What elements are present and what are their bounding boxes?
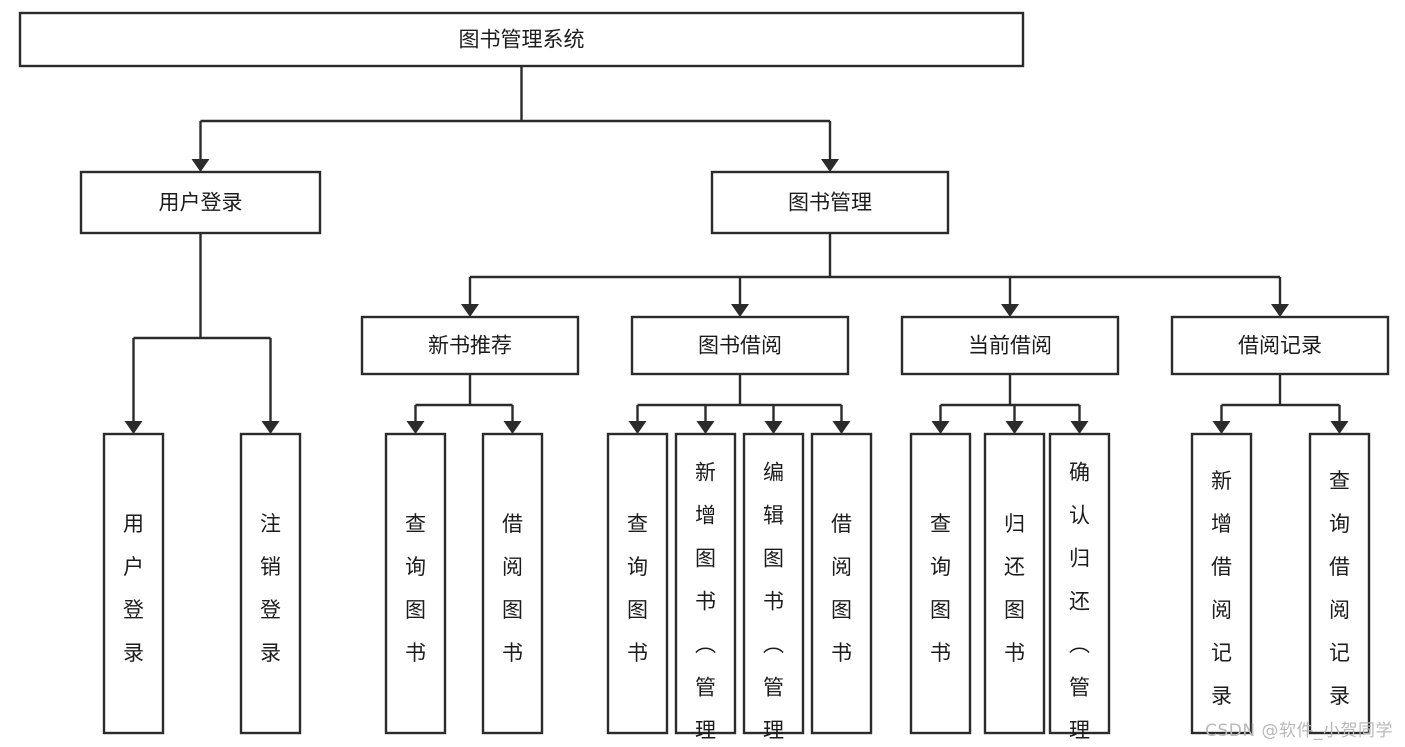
node-box	[102, 432, 165, 735]
edges-layer	[124, 66, 1349, 434]
edge-group-root	[191, 66, 839, 172]
node-box	[630, 315, 850, 376]
node-label: 用户登录	[123, 512, 144, 665]
node-label: 当前借阅	[968, 334, 1052, 358]
arrow-head-icon	[261, 421, 280, 434]
arrow-head-icon	[406, 421, 425, 434]
arrow-head-icon	[1005, 421, 1024, 434]
arrow-head-icon	[731, 304, 749, 317]
node-leaf-confirm-return[interactable]: 确认归还︵管理员︶	[1048, 432, 1111, 747]
node-box	[1170, 315, 1390, 376]
node-current-borrow[interactable]: 当前借阅	[900, 315, 1120, 376]
node-box	[674, 432, 737, 735]
node-root[interactable]: 图书管理系统	[18, 11, 1025, 68]
node-leaf-query-record[interactable]: 查询借阅记录	[1308, 432, 1371, 735]
arrow-head-icon	[1271, 304, 1289, 317]
node-leaf-query-book-borrow[interactable]: 查询图书	[606, 432, 669, 735]
node-leaf-query-book-cur[interactable]: 查询图书	[909, 432, 972, 735]
node-box	[1190, 432, 1253, 735]
node-label: 新书推荐	[428, 334, 512, 358]
node-box	[360, 315, 580, 376]
node-box	[1048, 432, 1111, 735]
node-label: 图书借阅	[698, 334, 782, 358]
node-label: 借阅图书	[502, 512, 523, 665]
arrow-head-icon	[1212, 421, 1231, 434]
node-box	[384, 432, 447, 735]
edge-group-new-book-rec	[406, 374, 522, 434]
node-box	[710, 170, 950, 235]
edge-group-book-manage	[461, 233, 1289, 317]
node-box	[900, 315, 1120, 376]
node-label: 查询图书	[627, 512, 648, 665]
node-box	[1308, 432, 1371, 735]
arrow-head-icon	[931, 421, 950, 434]
node-box	[606, 432, 669, 735]
node-leaf-borrow-book[interactable]: 借阅图书	[810, 432, 873, 735]
node-label: 归还图书	[1004, 512, 1025, 665]
arrow-head-icon	[1001, 304, 1019, 317]
node-leaf-logout[interactable]: 注销登录	[239, 432, 302, 735]
node-leaf-query-book-rec[interactable]: 查询图书	[384, 432, 447, 735]
node-book-manage[interactable]: 图书管理	[710, 170, 950, 235]
edge-group-book-borrow	[628, 374, 851, 434]
node-box	[810, 432, 873, 735]
node-box	[481, 432, 544, 735]
node-label: 确认归还︵管理员︶	[1069, 461, 1090, 747]
node-leaf-user-login[interactable]: 用户登录	[102, 432, 165, 735]
node-box	[79, 170, 322, 235]
nodes-layer: 图书管理系统用户登录图书管理新书推荐图书借阅当前借阅借阅记录用户登录注销登录查询…	[18, 11, 1390, 747]
edge-group-borrow-record	[1212, 374, 1349, 434]
node-label: 查询图书	[930, 512, 951, 665]
arrow-head-icon	[628, 421, 647, 434]
node-leaf-return-book[interactable]: 归还图书	[983, 432, 1046, 735]
arrow-head-icon	[191, 159, 210, 172]
arrow-head-icon	[821, 159, 839, 172]
arrow-head-icon	[696, 421, 715, 434]
node-label: 注销登录	[260, 512, 281, 665]
node-user-login[interactable]: 用户登录	[79, 170, 322, 235]
edge-group-current-borrow	[931, 374, 1089, 434]
node-box	[239, 432, 302, 735]
node-label: 查询图书	[405, 512, 426, 665]
arrow-head-icon	[503, 421, 522, 434]
node-book-borrow[interactable]: 图书借阅	[630, 315, 850, 376]
node-label: 查询借阅记录	[1329, 469, 1350, 708]
edge-group-user-login	[124, 233, 280, 434]
arrow-head-icon	[1070, 421, 1089, 434]
node-label: 新增图书︵管理员︶	[695, 461, 716, 747]
node-leaf-add-book[interactable]: 新增图书︵管理员︶	[674, 432, 737, 747]
node-label: 图书管理	[788, 191, 872, 215]
node-box	[983, 432, 1046, 735]
node-box	[18, 11, 1025, 68]
node-new-book-rec[interactable]: 新书推荐	[360, 315, 580, 376]
node-label: 新增借阅记录	[1211, 469, 1232, 708]
node-label: 编辑图书︵管理员︶	[763, 461, 784, 747]
node-leaf-add-record[interactable]: 新增借阅记录	[1190, 432, 1253, 735]
node-label: 借阅图书	[831, 512, 852, 665]
arrow-head-icon	[461, 304, 479, 317]
arrow-head-icon	[832, 421, 851, 434]
node-label: 图书管理系统	[459, 28, 585, 52]
node-leaf-edit-book[interactable]: 编辑图书︵管理员︶	[742, 432, 805, 747]
arrow-head-icon	[764, 421, 783, 434]
node-box	[909, 432, 972, 735]
arrow-head-icon	[1330, 421, 1349, 434]
arrow-head-icon	[124, 421, 143, 434]
node-box	[742, 432, 805, 735]
node-borrow-record[interactable]: 借阅记录	[1170, 315, 1390, 376]
node-leaf-borrow-book-rec[interactable]: 借阅图书	[481, 432, 544, 735]
node-label: 用户登录	[159, 191, 243, 215]
node-label: 借阅记录	[1238, 334, 1322, 358]
